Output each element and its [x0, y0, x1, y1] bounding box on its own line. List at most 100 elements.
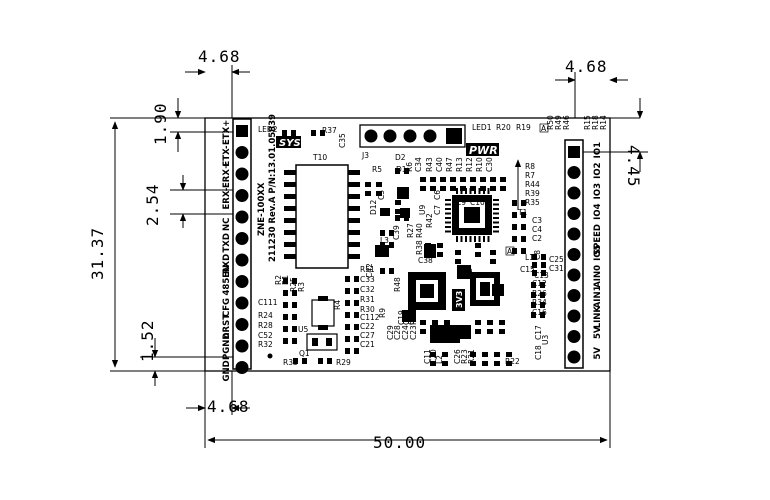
component-block — [400, 208, 410, 218]
designator-c34: C34 — [414, 157, 423, 172]
polarity-box — [505, 246, 515, 256]
designator-x1: X1 — [408, 301, 418, 310]
designator-r51: R51 — [360, 265, 375, 274]
right-pin-label: AIN0 — [593, 265, 603, 288]
left-pin-label: ERX+ — [222, 162, 232, 188]
designator-c39: C39 — [392, 225, 401, 240]
smd-pad — [540, 312, 545, 318]
designator-r35: R35 — [525, 198, 540, 207]
q1-pad — [312, 338, 318, 346]
smd-pad — [420, 177, 426, 182]
right-pin-label: IO3 — [593, 183, 603, 199]
right-pin-label: 5V — [593, 347, 603, 360]
right-pin-label: LINK — [593, 306, 603, 329]
designator-r2: R2 — [274, 275, 283, 285]
designator-l3: L3 — [380, 236, 389, 245]
smd-pad — [292, 338, 297, 344]
designator-c40: C40 — [435, 157, 444, 172]
t10-pad — [284, 254, 296, 259]
designator-d1: D1 — [396, 165, 407, 174]
t10-pad — [348, 254, 360, 259]
smd-pad — [532, 270, 537, 276]
smd-pad — [354, 276, 359, 282]
component-block — [455, 325, 471, 339]
mcu-lead — [469, 236, 472, 242]
designator-r50: R50 — [546, 115, 555, 130]
t10-transformer — [295, 164, 349, 269]
designator-c11: C11 — [423, 349, 432, 364]
smd-pad — [345, 288, 350, 294]
designator-r27: R27 — [406, 223, 415, 238]
smd-pad — [455, 259, 461, 264]
designator-r23: R23 — [460, 349, 469, 364]
smd-pad — [430, 361, 436, 366]
sys-badge-text: SYS — [279, 138, 301, 149]
smd-pad — [302, 358, 307, 364]
mcu-lead — [493, 203, 499, 206]
mcu-u9-core — [464, 207, 480, 223]
j3-pin — [364, 129, 378, 143]
right-pin-label: IO2 — [593, 162, 603, 178]
left-pin-hole — [235, 275, 249, 288]
smd-pad — [320, 130, 325, 136]
left-pin-label: TXD — [222, 233, 232, 252]
smd-pad — [420, 320, 426, 325]
mcu-lead — [445, 203, 451, 206]
smd-pad — [470, 361, 476, 366]
designator-j3: J3 — [361, 151, 369, 160]
designator-c28: C28 — [393, 325, 402, 340]
t10-pad — [284, 242, 296, 247]
u5-chip — [311, 299, 335, 327]
smd-pad — [395, 209, 401, 214]
component-block — [397, 187, 409, 199]
right-pin-hole — [567, 248, 581, 261]
smd-pad — [389, 230, 394, 236]
right-pin-hole — [567, 207, 581, 220]
designator-c23: C23 — [409, 325, 418, 340]
mcu-lead — [478, 188, 481, 194]
designator-r4: R4 — [333, 300, 342, 310]
right-pin-label: AIN1 — [593, 285, 603, 308]
j3-pin — [423, 129, 437, 143]
mcu-lead — [478, 236, 481, 242]
smd-pad — [395, 168, 400, 174]
smd-pad — [521, 236, 526, 242]
designator-r34: R34 — [532, 298, 547, 307]
smd-pad — [345, 276, 350, 282]
smd-pad — [540, 292, 545, 298]
smd-pad — [444, 320, 450, 325]
designator-c42: C42 — [365, 263, 374, 278]
mcu-lead — [493, 208, 499, 210]
mcu-lead — [445, 212, 451, 215]
smd-pad — [521, 224, 526, 230]
designator-r31: R31 — [360, 295, 375, 304]
right-pin-hole — [567, 309, 581, 323]
designator-r14: R14 — [599, 115, 608, 130]
smd-pad — [430, 352, 436, 357]
smd-pad — [480, 177, 486, 182]
component-block — [402, 310, 416, 322]
designator-r47: R47 — [445, 157, 454, 172]
smd-pad — [470, 352, 476, 357]
designator-c6: C6 — [433, 190, 442, 200]
dim-top-left: 4.68 — [198, 47, 241, 66]
smd-pad — [327, 358, 332, 364]
smd-pad — [292, 302, 297, 308]
smd-pad — [531, 292, 536, 298]
designator-c52: C52 — [258, 331, 273, 340]
smd-pad — [494, 352, 500, 357]
designator-c8: C8 — [533, 250, 542, 260]
smd-pad — [283, 326, 288, 332]
smd-pad — [540, 282, 545, 288]
smd-pad — [490, 186, 496, 191]
smd-pad — [475, 320, 481, 325]
designator-r10: R10 — [475, 157, 484, 172]
designator-c19: C19 — [397, 310, 406, 325]
designator-c31: C31 — [549, 264, 564, 273]
smd-pad — [293, 358, 298, 364]
smd-pad — [292, 278, 297, 284]
smd-pad — [512, 224, 517, 230]
3v3-badge — [452, 289, 465, 311]
